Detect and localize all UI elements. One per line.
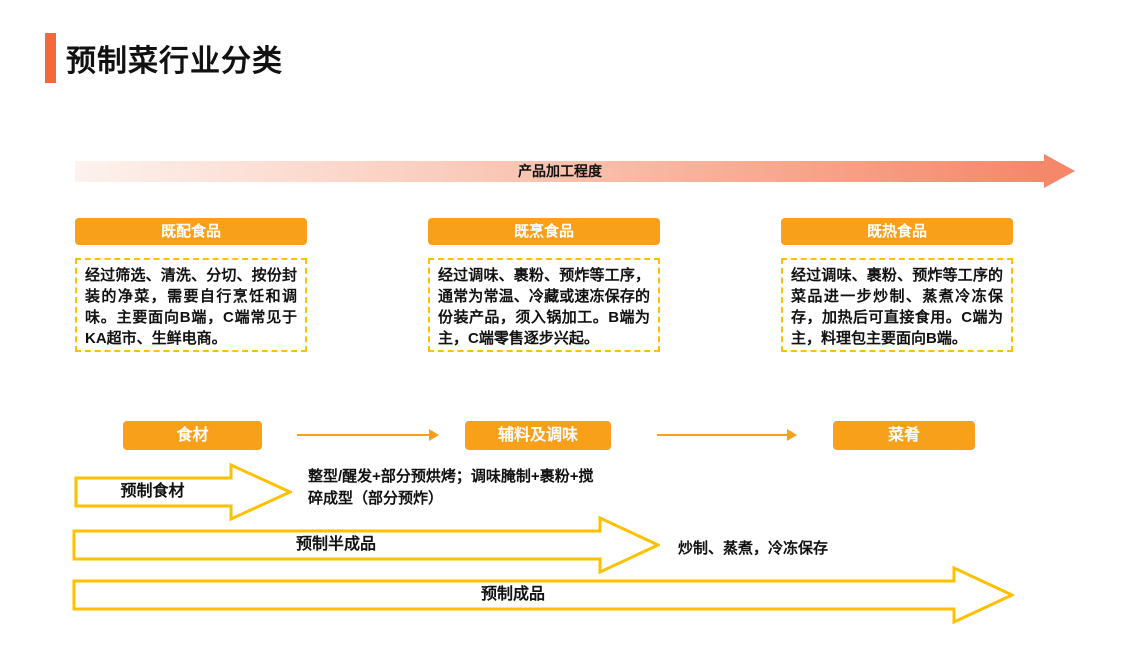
semi-finished-annotation: 炒制、蒸煮，冷冻保存 — [678, 540, 829, 557]
category-header-jipei: 既配食品 — [75, 218, 307, 245]
block-arrow-label: 预制食材 — [120, 483, 185, 500]
title-accent-bar — [45, 33, 56, 83]
block-arrow-shape-icon — [74, 463, 292, 521]
block-arrow-semi-finished: 预制半成品 — [72, 516, 660, 574]
category-description-jire: 经过调味、裹粉、预炸等工序的菜品进一步炒制、蒸煮冷冻保存，加热后可直接食用。C端… — [781, 258, 1013, 352]
category-header-jire: 既热食品 — [781, 218, 1013, 245]
processing-degree-arrow — [75, 161, 1045, 182]
processing-degree-arrowhead-icon — [1044, 154, 1075, 188]
flow-arrow-icon — [657, 434, 787, 436]
block-arrow-label: 预制半成品 — [295, 536, 376, 553]
block-arrow-label: 预制成品 — [480, 586, 545, 603]
block-arrow-shape-icon — [72, 516, 660, 574]
flow-stage-ingredients: 食材 — [123, 421, 262, 450]
flow-arrowhead-icon — [787, 429, 797, 441]
block-arrow-shape-icon — [72, 566, 1014, 624]
flow-arrowhead-icon — [429, 429, 439, 441]
flow-stage-seasoning: 辅料及调味 — [465, 421, 611, 450]
block-arrow-finished-products: 预制成品 — [72, 566, 1014, 624]
processing-degree-label: 产品加工程度 — [518, 163, 602, 179]
prepared-ingredients-annotation: 整型/醒发+部分预烘烤；调味腌制+裹粉+搅碎成型（部分预炸） — [308, 468, 594, 507]
flow-stage-dishes: 菜肴 — [833, 421, 975, 450]
flow-arrow-icon — [297, 434, 429, 436]
block-arrow-prepared-ingredients: 预制食材 — [74, 463, 292, 521]
category-description-jipeng: 经过调味、裹粉、预炸等工序，通常为常温、冷藏或速冻保存的份装产品，须入锅加工。B… — [428, 258, 660, 352]
category-description-jipei: 经过筛选、清洗、分切、按份封装的净菜，需要自行烹饪和调味。主要面向B端，C端常见… — [75, 258, 307, 352]
category-header-jipeng: 既烹食品 — [428, 218, 660, 245]
page-title: 预制菜行业分类 — [66, 45, 283, 78]
